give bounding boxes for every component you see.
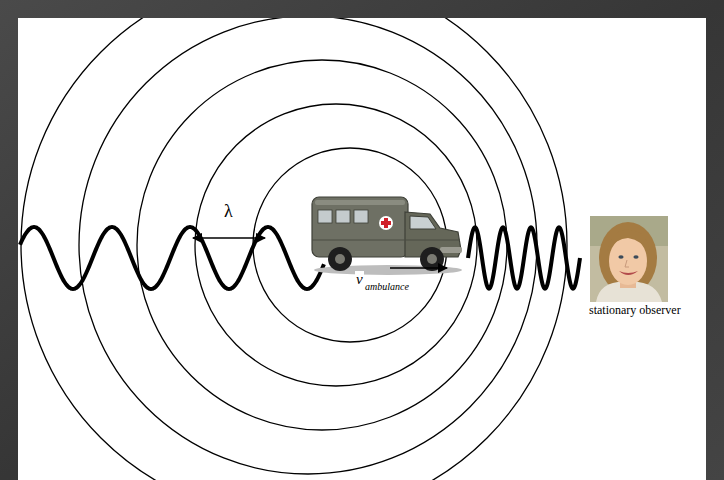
wavefront-circle <box>195 104 477 386</box>
long-wave <box>20 227 324 289</box>
wavelength-arrow <box>193 237 265 239</box>
observer-caption: stationary observer <box>588 304 682 317</box>
wavefront-circle <box>137 60 507 430</box>
short-wave <box>468 227 580 288</box>
wavefront-circle <box>21 18 567 480</box>
wavelength-symbol: λ <box>223 202 234 222</box>
white-panel <box>18 18 706 480</box>
velocity-symbol: v <box>355 271 364 288</box>
velocity-arrow <box>390 267 447 269</box>
observer-photo <box>590 216 668 302</box>
ambulance-picture <box>312 197 462 275</box>
wavefronts <box>21 18 567 480</box>
velocity-subscript: ambulance <box>364 281 410 292</box>
